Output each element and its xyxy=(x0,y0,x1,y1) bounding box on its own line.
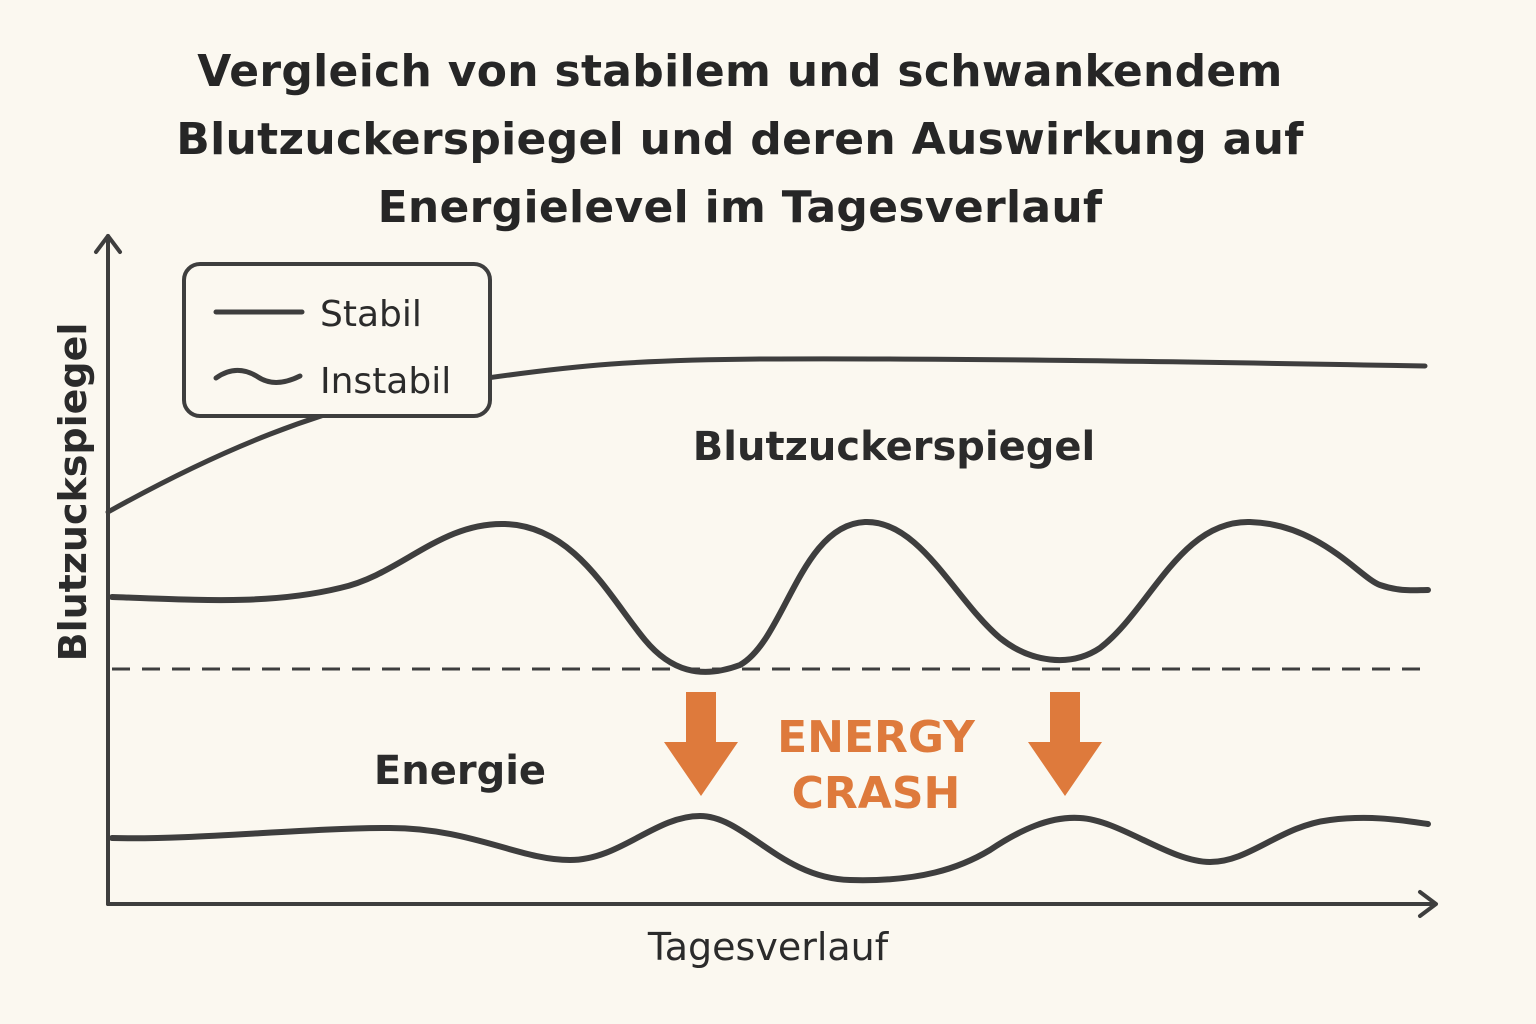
diagram-title: Vergleich von stabilem und schwankendem … xyxy=(80,38,1400,242)
x-axis-label: Tagesverlauf xyxy=(647,925,890,969)
energy-crash-label-line1: ENERGY xyxy=(777,712,976,763)
title-line-3: Energielevel im Tagesverlauf xyxy=(377,182,1103,233)
energy-curve xyxy=(109,813,1431,884)
y-axis-arrowhead-icon xyxy=(94,234,122,254)
legend-stable-label: Stabil xyxy=(320,294,422,335)
axes xyxy=(94,234,1438,918)
title-line-1: Vergleich von stabilem und schwankendem xyxy=(197,46,1283,97)
stable-curve xyxy=(105,356,1428,515)
legend-unstable-label: Instabil xyxy=(320,361,451,402)
energy-crash-label-line2: CRASH xyxy=(792,768,961,819)
x-axis-arrowhead-icon xyxy=(1418,890,1438,918)
down-arrow-icon xyxy=(1028,692,1102,796)
title-line-2: Blutzuckerspiegel und deren Auswirkung a… xyxy=(176,114,1304,165)
blood-sugar-label: Blutzuckerspiegel xyxy=(693,424,1095,470)
y-axis-label: Blutzuckspiegel xyxy=(51,323,95,662)
legend: Stabil Instabil xyxy=(182,262,492,418)
energy-label: Energie xyxy=(374,748,546,794)
legend-unstable-swatch xyxy=(213,367,303,385)
unstable-curve xyxy=(109,518,1431,675)
down-arrow-icon xyxy=(664,692,738,796)
